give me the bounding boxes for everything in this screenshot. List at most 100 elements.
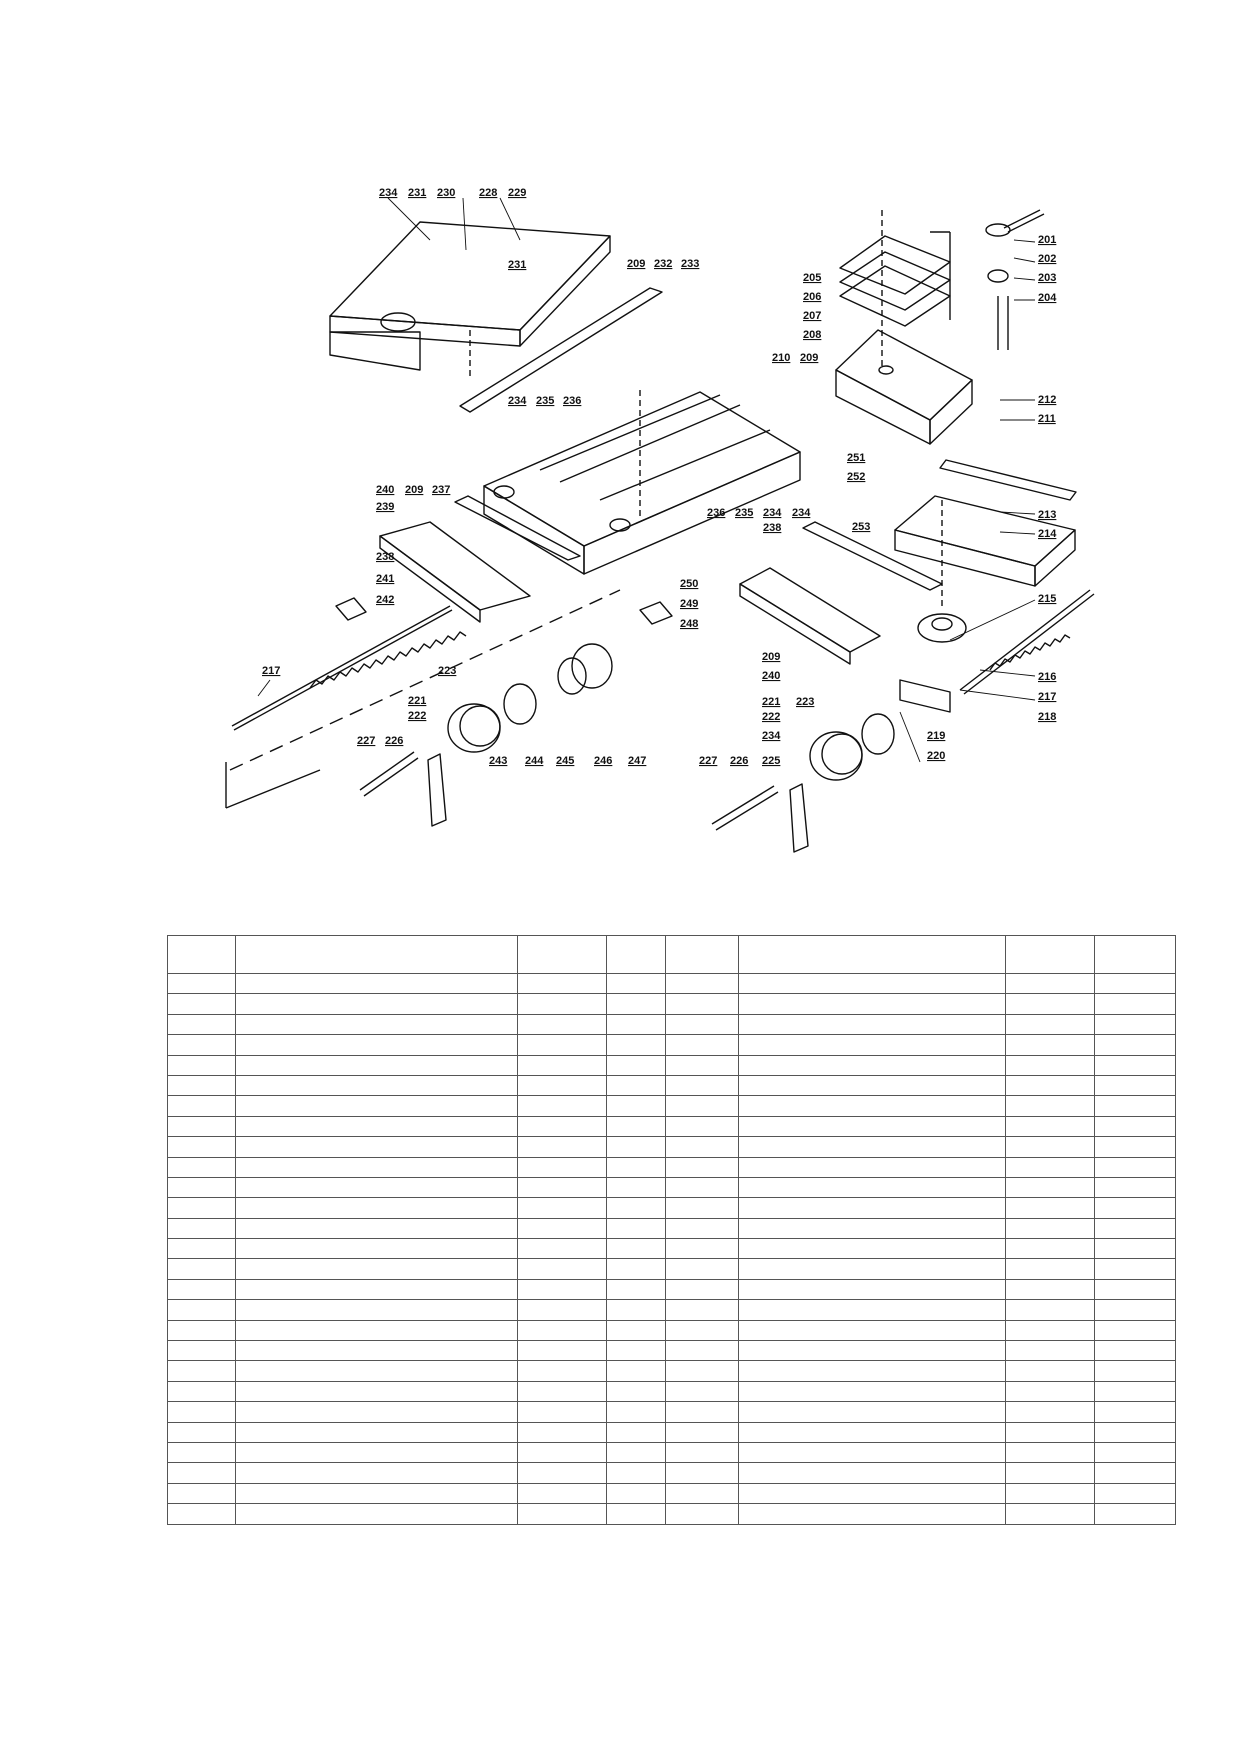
table-cell — [1094, 1401, 1176, 1423]
callout-label: 231 — [408, 187, 426, 199]
table-cell — [517, 1074, 607, 1097]
table-header-row — [167, 935, 1176, 974]
table-cell — [665, 1197, 739, 1219]
table-cell — [235, 1441, 518, 1464]
table-cell — [235, 1340, 518, 1362]
callout-label: 220 — [927, 750, 945, 762]
table-cell — [665, 1380, 739, 1403]
top-slide-block — [329, 221, 611, 380]
table-cell — [738, 1258, 1006, 1280]
callout-label: 235 — [536, 395, 554, 407]
table-cell — [665, 1034, 739, 1056]
table-cell — [665, 1115, 739, 1138]
callout-label: 217 — [1038, 691, 1056, 703]
table-cell — [1094, 1421, 1176, 1443]
table-cell — [167, 1340, 236, 1362]
table-cell — [517, 1156, 607, 1178]
table-cell — [167, 1319, 236, 1342]
table-cell — [235, 1482, 518, 1505]
table-cell — [167, 1197, 236, 1219]
table-row — [167, 1238, 1176, 1260]
callout-label: 207 — [803, 310, 821, 322]
callout-label: 228 — [479, 187, 497, 199]
table-cell — [235, 1136, 518, 1158]
table-cell — [1005, 1074, 1095, 1097]
table-cell — [1094, 1074, 1176, 1097]
table-cell — [517, 1258, 607, 1280]
table-cell — [665, 1299, 739, 1321]
table-cell — [738, 1217, 1006, 1240]
lever-handle — [985, 209, 1045, 350]
table-cell — [167, 1217, 236, 1240]
table-cell — [235, 1299, 518, 1321]
table-cell — [1005, 1258, 1095, 1280]
table-cell — [1094, 1360, 1176, 1382]
callout-label: 218 — [1038, 711, 1056, 723]
table-cell — [167, 1441, 236, 1464]
callout-label: 252 — [847, 471, 865, 483]
table-cell — [606, 1136, 666, 1158]
table-cell — [235, 1176, 518, 1199]
table-cell — [1094, 1340, 1176, 1362]
table-cell — [517, 1136, 607, 1158]
callout-label: 236 — [707, 507, 725, 519]
table-cell — [665, 993, 739, 1015]
callout-label: 234 — [762, 730, 781, 742]
table-row — [167, 993, 1176, 1015]
table-cell — [738, 1299, 1006, 1321]
table-cell — [167, 1115, 236, 1138]
table-cell — [235, 1054, 518, 1076]
table-cell — [235, 1115, 518, 1138]
table-cell — [235, 1217, 518, 1240]
tool-post — [835, 210, 973, 445]
cross-slide — [483, 390, 801, 575]
table-cell — [665, 1441, 739, 1464]
table-cell — [738, 1441, 1006, 1464]
callout-label: 222 — [408, 710, 426, 722]
left-handwheel — [359, 643, 613, 827]
table-cell — [1005, 1054, 1095, 1076]
table-cell — [738, 1034, 1006, 1056]
table-cell — [606, 1176, 666, 1199]
table-cell — [1005, 1197, 1095, 1219]
table-cell — [665, 1156, 739, 1178]
callout-label: 235 — [735, 507, 753, 519]
table-cell — [1005, 935, 1095, 974]
table-cell — [606, 1258, 666, 1280]
callout-label: 216 — [1038, 671, 1056, 683]
table-cell — [738, 1319, 1006, 1342]
table-row — [167, 1462, 1176, 1484]
table-cell — [1094, 1441, 1176, 1464]
table-cell — [738, 1074, 1006, 1097]
table-cell — [517, 1176, 607, 1199]
table-cell — [738, 1340, 1006, 1362]
table-cell — [167, 993, 236, 1015]
callout-label: 253 — [852, 521, 870, 533]
callout-label: 204 — [1038, 292, 1057, 304]
callout-label: 208 — [803, 329, 821, 341]
table-row — [167, 1156, 1176, 1178]
table-cell — [167, 1503, 236, 1525]
table-cell — [606, 1156, 666, 1178]
table-cell — [738, 1278, 1006, 1301]
table-cell — [738, 1360, 1006, 1382]
table-cell — [517, 1197, 607, 1219]
table-cell — [1094, 993, 1176, 1015]
table-cell — [517, 1054, 607, 1076]
table-cell — [1094, 1197, 1176, 1219]
table-cell — [1005, 1360, 1095, 1382]
table-cell — [738, 935, 1006, 974]
callout-label: 214 — [1038, 528, 1057, 540]
table-row — [167, 1503, 1176, 1525]
right-slide-bar — [639, 567, 881, 665]
table-cell — [606, 1462, 666, 1484]
callout-label: 232 — [654, 258, 672, 270]
table-cell — [1005, 972, 1095, 995]
table-cell — [1094, 1278, 1176, 1301]
table-cell — [517, 1462, 607, 1484]
callout-label: 234 — [508, 395, 527, 407]
table-cell — [1005, 1176, 1095, 1199]
table-row — [167, 1095, 1176, 1117]
table-cell — [517, 1299, 607, 1321]
table-cell — [517, 1034, 607, 1056]
